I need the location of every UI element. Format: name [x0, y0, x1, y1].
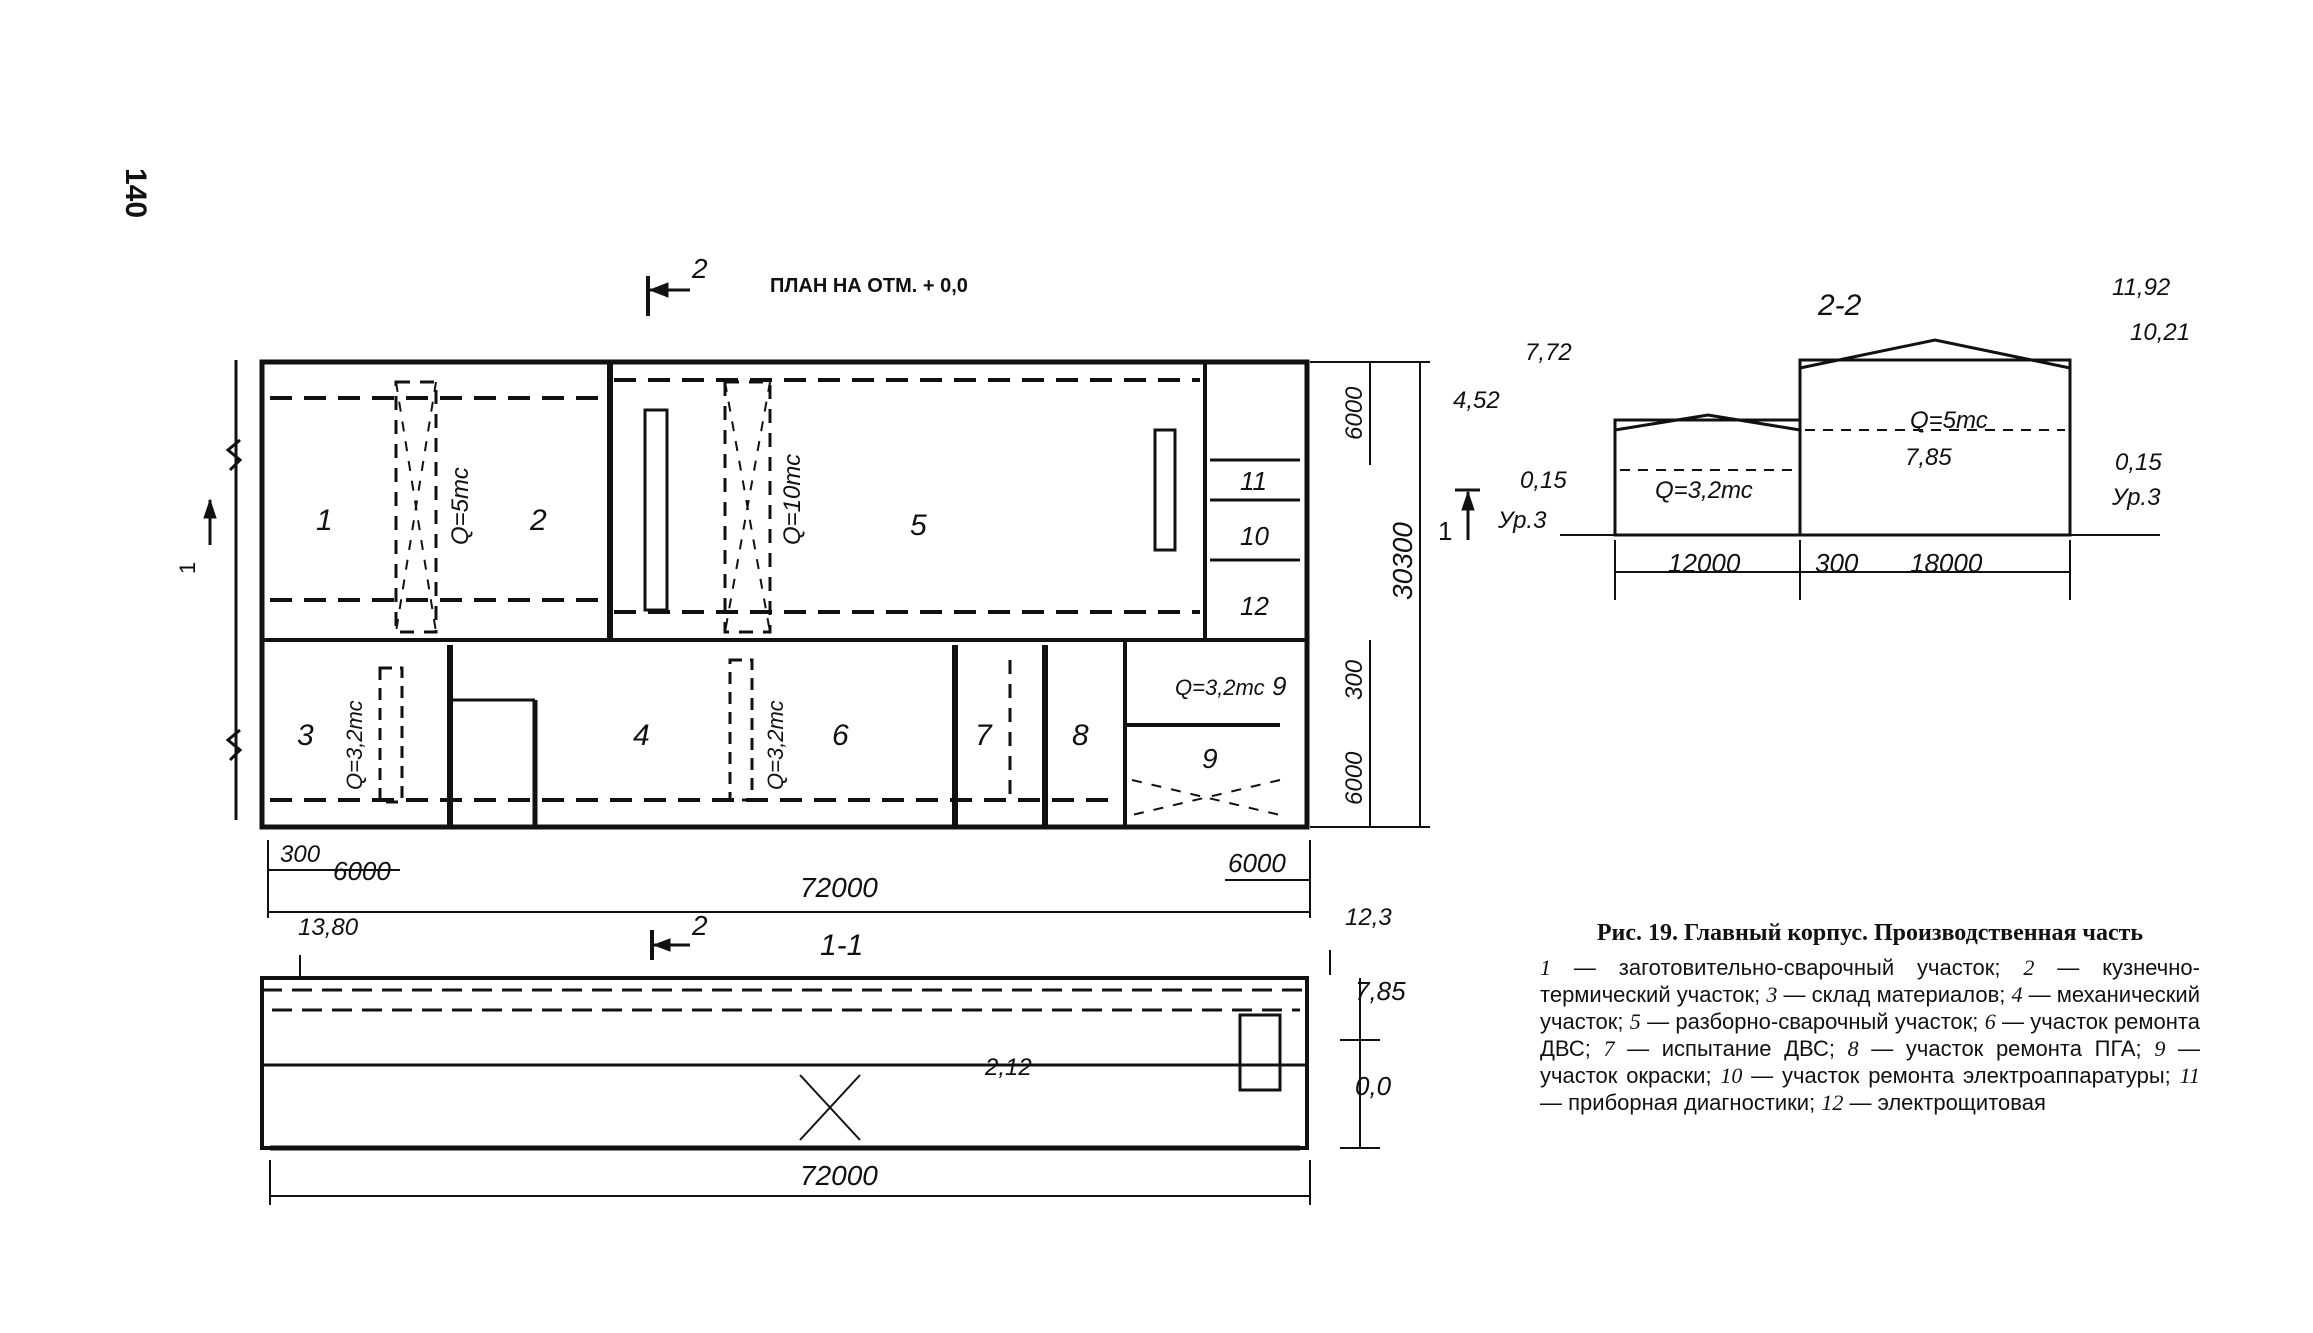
legend-text: разборно-сварочный участок;	[1675, 1009, 1979, 1034]
room-2: 2	[529, 504, 547, 537]
section-2-2-view	[1560, 338, 2160, 600]
plan-dim-offset-left: 300	[280, 841, 321, 868]
plan-title: ПЛАН НА ОТМ. + 0,0	[770, 275, 968, 297]
plan-dim-bay-left: 6000	[333, 856, 391, 886]
room-7: 7	[975, 719, 993, 752]
section-1-1-elev-floor: 0,0	[1355, 1071, 1392, 1101]
span-right: 18000	[1910, 548, 1983, 578]
room-11: 11	[1240, 466, 1267, 496]
figure-caption: Рис. 19. Главный корпус. Производственна…	[1540, 920, 2200, 1116]
span-left: 12000	[1668, 548, 1741, 578]
section-1-1-elev-mid: 7,85	[1355, 976, 1406, 1006]
legend-num: 6	[1984, 1009, 1996, 1034]
room-10: 10	[1240, 521, 1269, 551]
section-1-1-elev-right: 12,3	[1345, 904, 1392, 931]
plan-view	[203, 276, 1480, 918]
legend-num: 5	[1629, 1009, 1641, 1034]
section-1-1-elev-left: 13,80	[298, 914, 359, 941]
legend-num: 3	[1766, 982, 1778, 1007]
crane-big-label: Q=5тс	[1910, 407, 1988, 434]
elev-10-21: 10,21	[2130, 319, 2190, 346]
legend-text: электрощитовая	[1877, 1090, 2046, 1115]
legend-num: 11	[2179, 1063, 2200, 1088]
room-4: 4	[633, 719, 650, 752]
legend-text: участок ремонта ДВС;	[1540, 1009, 2200, 1061]
room-3: 3	[297, 719, 314, 752]
ground-level-right: Ур.3	[2111, 484, 2161, 511]
plan-dim-height-top: 6000	[1341, 386, 1368, 440]
elev-0-15-right: 0,15	[2115, 449, 2162, 476]
elev-4-52: 4,52	[1453, 387, 1500, 414]
page-number: 140	[119, 168, 152, 218]
legend-text: участок ремонта ПГА;	[1905, 1036, 2142, 1061]
legend-text: участок окраски;	[1540, 1063, 1712, 1088]
room-6: 6	[832, 719, 849, 752]
elev-7-72: 7,72	[1525, 339, 1572, 366]
plan-dim-length: 72000	[800, 872, 878, 903]
plan-section-mark-left: 1	[175, 562, 200, 574]
legend-num: 8	[1847, 1036, 1859, 1061]
legend-num: 7	[1603, 1036, 1615, 1061]
room-8: 8	[1072, 719, 1089, 752]
plan-dim-bay-right: 6000	[1228, 848, 1286, 878]
section-1-1-view	[260, 930, 1380, 1205]
caption-title: Рис. 19. Главный корпус. Производственна…	[1596, 920, 2144, 946]
legend-num: 1	[1540, 955, 1551, 980]
plan-section-mark: 2	[691, 253, 708, 284]
caption-legend: 1 — заготовительно-сварочный участок; 2 …	[1540, 955, 2201, 1115]
elev-11-92: 11,92	[2112, 274, 2170, 301]
legend-num: 12	[1821, 1090, 1844, 1115]
room-12: 12	[1240, 591, 1269, 621]
legend-text: механический участок;	[1540, 982, 2201, 1034]
legend-text: склад материалов;	[1811, 982, 2006, 1007]
crane-label-3t-mid: Q=3,2тс	[763, 700, 788, 790]
crane-label-3t-left: Q=3,2тс	[342, 700, 367, 790]
room-9a: 9	[1272, 671, 1286, 701]
room-1: 1	[316, 504, 333, 537]
section-1-1-mark: 2	[691, 910, 708, 941]
span-joint: 300	[1815, 548, 1859, 578]
room-9b: 9	[1202, 743, 1218, 774]
legend-text: участок ремонта электроаппаратуры;	[1782, 1063, 2171, 1088]
legend-text: испытание ДВС;	[1661, 1036, 1835, 1061]
legend-num: 4	[2011, 982, 2023, 1007]
elev-7-85: 7,85	[1905, 444, 1952, 471]
room-5: 5	[910, 509, 927, 542]
elev-0-15-left: 0,15	[1520, 467, 1567, 494]
legend-num: 9	[2154, 1036, 2166, 1061]
section-1-1-elev-inner: 2,12	[984, 1054, 1032, 1081]
section-1-1-length: 72000	[800, 1160, 878, 1191]
legend-text: приборная диагностики;	[1568, 1090, 1816, 1115]
legend-num: 2	[2023, 955, 2035, 980]
crane-label-3t-right: Q=3,2тс	[1175, 675, 1265, 700]
ground-level-left: Ур.3	[1497, 507, 1547, 534]
legend-num: 10	[1720, 1063, 1743, 1088]
plan-dim-height-mid: 300	[1341, 659, 1368, 700]
crane-label-10t: Q=10тс	[779, 454, 806, 545]
plan-dim-height-total: 30300	[1387, 522, 1418, 600]
crane-label-5t: Q=5тс	[447, 467, 474, 545]
section-1-1-title: 1-1	[820, 929, 863, 962]
section-2-2-title: 2-2	[1817, 289, 1862, 322]
plan-dim-height-bottom: 6000	[1341, 751, 1368, 805]
plan-section-mark-right: 1	[1438, 516, 1452, 546]
legend-text: заготовительно-сварочный участок;	[1618, 955, 2001, 980]
legend-text: кузнечно-термический участок;	[1540, 955, 2200, 1007]
crane-small-label: Q=3,2тс	[1655, 477, 1753, 504]
